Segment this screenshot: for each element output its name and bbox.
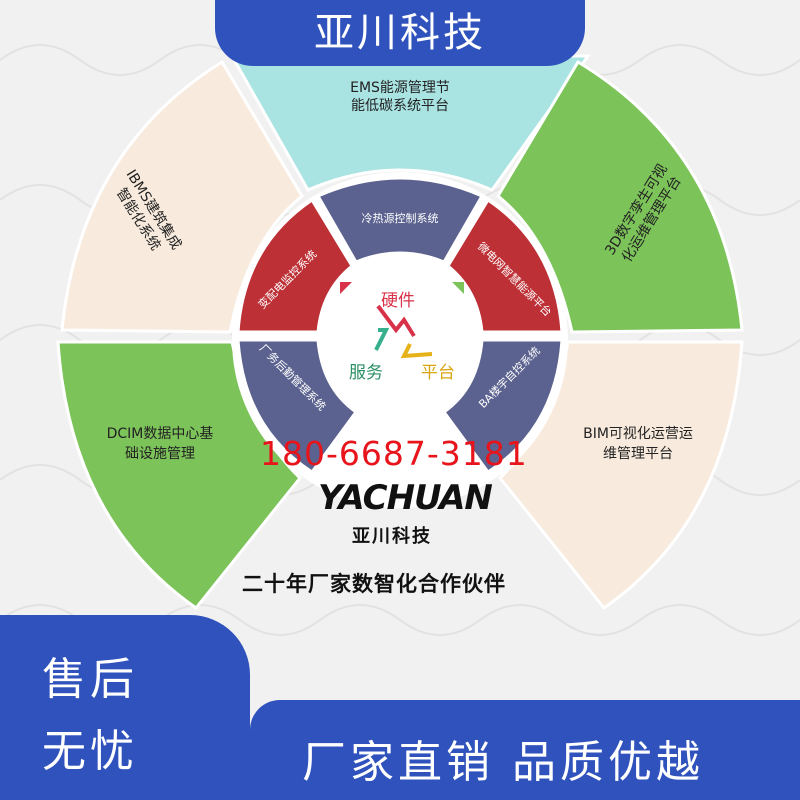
corner-mark-green-icon [452,282,464,294]
cycle-arrow-green-icon [374,328,390,351]
top-banner: 亚川科技 [215,0,585,66]
after-sales-badge: 售后 无忧 [0,615,250,800]
inner-segment-upper-right [446,197,564,334]
corner-mark-pink-icon [340,282,352,294]
outer-segment-top-right [496,59,744,334]
outer-label-right-2: 维管理平台 [603,446,673,462]
slogan: 二十年厂家数智化合作伙伴 [242,572,506,596]
after-sales-line-2: 无忧 [42,726,138,777]
outer-label-top-1: EMS能源管理节 [350,80,450,96]
outer-label-right-1: BIM可视化运营运 [583,426,693,442]
cycle-arrow-yellow-icon [400,343,433,359]
cycle-arrow-red-icon [376,304,416,338]
outer-segment-top [229,54,591,192]
outer-label-top-2: 能低碳系统平台 [351,98,449,114]
outer-label-left-2: 础设施管理 [125,446,195,462]
center-circle [318,256,482,420]
company-logo: YACHUAN [318,478,493,518]
bottom-banner: 厂家直销 品质优越 [250,700,800,800]
outer-label-left-1: DCIM数据中心基 [107,425,214,442]
banner-title: 亚川科技 [314,10,486,56]
center-label-hardware: 硬件 [381,291,415,311]
phone-number: 180-6687-3181 [260,434,528,473]
outer-segment-top-left [60,59,304,334]
inner-segment-top [315,176,485,264]
inner-label-top: 冷热源控制系统 [362,211,439,225]
after-sales-line-1: 售后 [42,654,138,705]
center-label-platform: 平台 [421,363,455,383]
inner-segment-upper-left [236,197,354,334]
bottom-banner-text: 厂家直销 品质优越 [302,737,704,788]
company-logo-subtitle: 亚川科技 [352,526,432,547]
center-label-service: 服务 [349,363,383,383]
